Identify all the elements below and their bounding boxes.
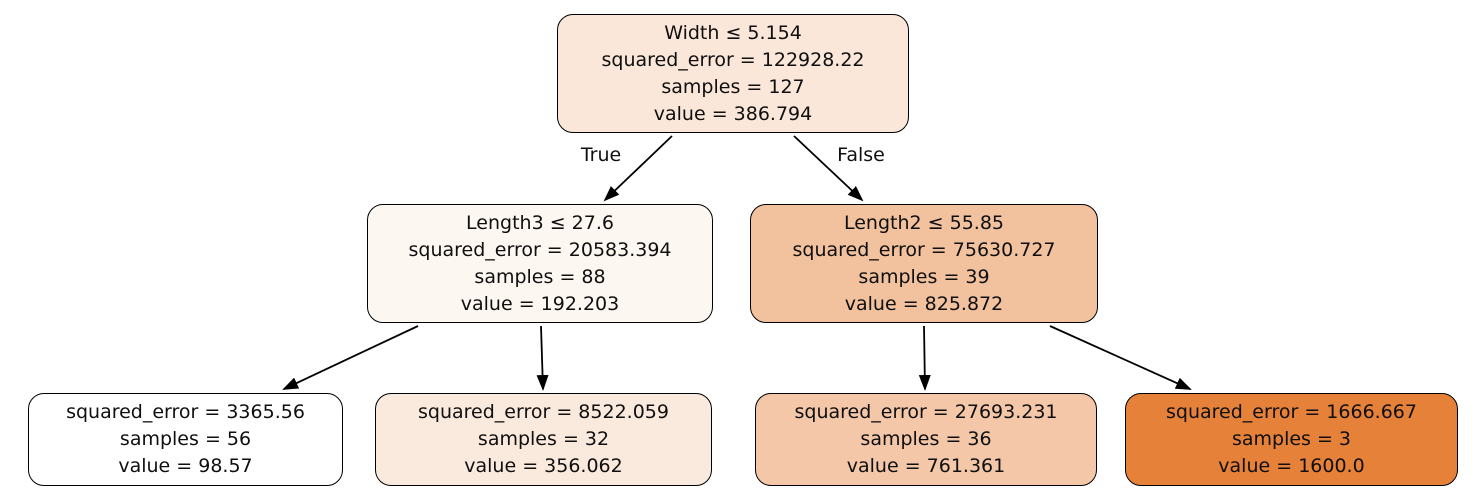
node-samples: samples = 127 — [661, 75, 805, 98]
node-value: value = 825.872 — [844, 292, 1004, 315]
tree-node-left-internal: Length3 ≤ 27.6 squared_error = 20583.394… — [367, 204, 713, 323]
node-samples: samples = 3 — [1231, 428, 1352, 450]
node-value: value = 761.361 — [846, 455, 1006, 477]
node-value: value = 356.062 — [464, 455, 623, 477]
edge-right-to-leaf-rr — [1049, 325, 1192, 390]
node-samples: samples = 56 — [119, 428, 252, 450]
edge-right-to-leaf-rl — [918, 325, 931, 391]
tree-node-root: Width ≤ 5.154 squared_error = 122928.22 … — [557, 14, 909, 133]
node-samples: samples = 39 — [858, 265, 990, 288]
node-samples: samples = 36 — [860, 428, 992, 450]
node-squared-error: squared_error = 20583.394 — [408, 238, 672, 261]
node-samples: samples = 88 — [474, 265, 606, 288]
node-split-condition: Width ≤ 5.154 — [664, 21, 802, 44]
node-squared-error: squared_error = 122928.22 — [601, 48, 865, 71]
tree-leaf-right-right: squared_error = 1666.667 samples = 3 val… — [1125, 393, 1458, 486]
node-value: value = 98.57 — [118, 455, 253, 477]
node-samples: samples = 32 — [477, 428, 610, 450]
tree-leaf-left-left: squared_error = 3365.56 samples = 56 val… — [28, 393, 343, 486]
edge-label-false: False — [837, 144, 885, 166]
node-squared-error: squared_error = 27693.231 — [794, 401, 1058, 423]
edge-left-to-leaf-ll — [282, 325, 419, 390]
node-squared-error: squared_error = 1666.667 — [1166, 401, 1417, 423]
node-squared-error: squared_error = 8522.059 — [418, 401, 669, 423]
tree-leaf-left-right: squared_error = 8522.059 samples = 32 va… — [375, 393, 712, 486]
edge-root-to-left — [603, 135, 673, 202]
node-value: value = 192.203 — [460, 292, 620, 315]
node-value: value = 1600.0 — [1218, 455, 1365, 477]
tree-node-right-internal: Length2 ≤ 55.85 squared_error = 75630.72… — [750, 204, 1098, 323]
node-split-condition: Length2 ≤ 55.85 — [843, 211, 1004, 234]
node-squared-error: squared_error = 3365.56 — [66, 401, 305, 423]
edge-root-to-right — [793, 135, 864, 202]
edge-label-true: True — [580, 144, 622, 166]
tree-leaf-right-left: squared_error = 27693.231 samples = 36 v… — [755, 393, 1097, 486]
node-value: value = 386.794 — [653, 102, 813, 125]
edge-left-to-leaf-lr — [536, 325, 549, 391]
node-split-condition: Length3 ≤ 27.6 — [466, 211, 614, 234]
node-squared-error: squared_error = 75630.727 — [792, 238, 1056, 261]
